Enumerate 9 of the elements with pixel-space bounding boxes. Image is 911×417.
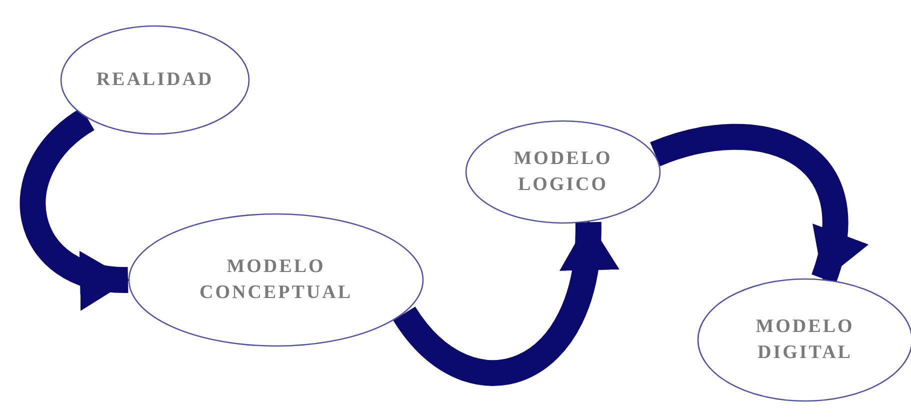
- node-label: MODELO CONCEPTUAL: [198, 255, 354, 305]
- oval-node: [465, 120, 661, 224]
- oval-node: [60, 25, 250, 135]
- curved-arrow: [650, 124, 866, 283]
- curved-arrow: [394, 220, 616, 386]
- node-label: MODELO LOGICO: [512, 147, 614, 197]
- oval-node: [128, 213, 424, 347]
- node-label: MODELO DIGITAL: [754, 315, 856, 365]
- node-label: REALIDAD: [95, 68, 215, 92]
